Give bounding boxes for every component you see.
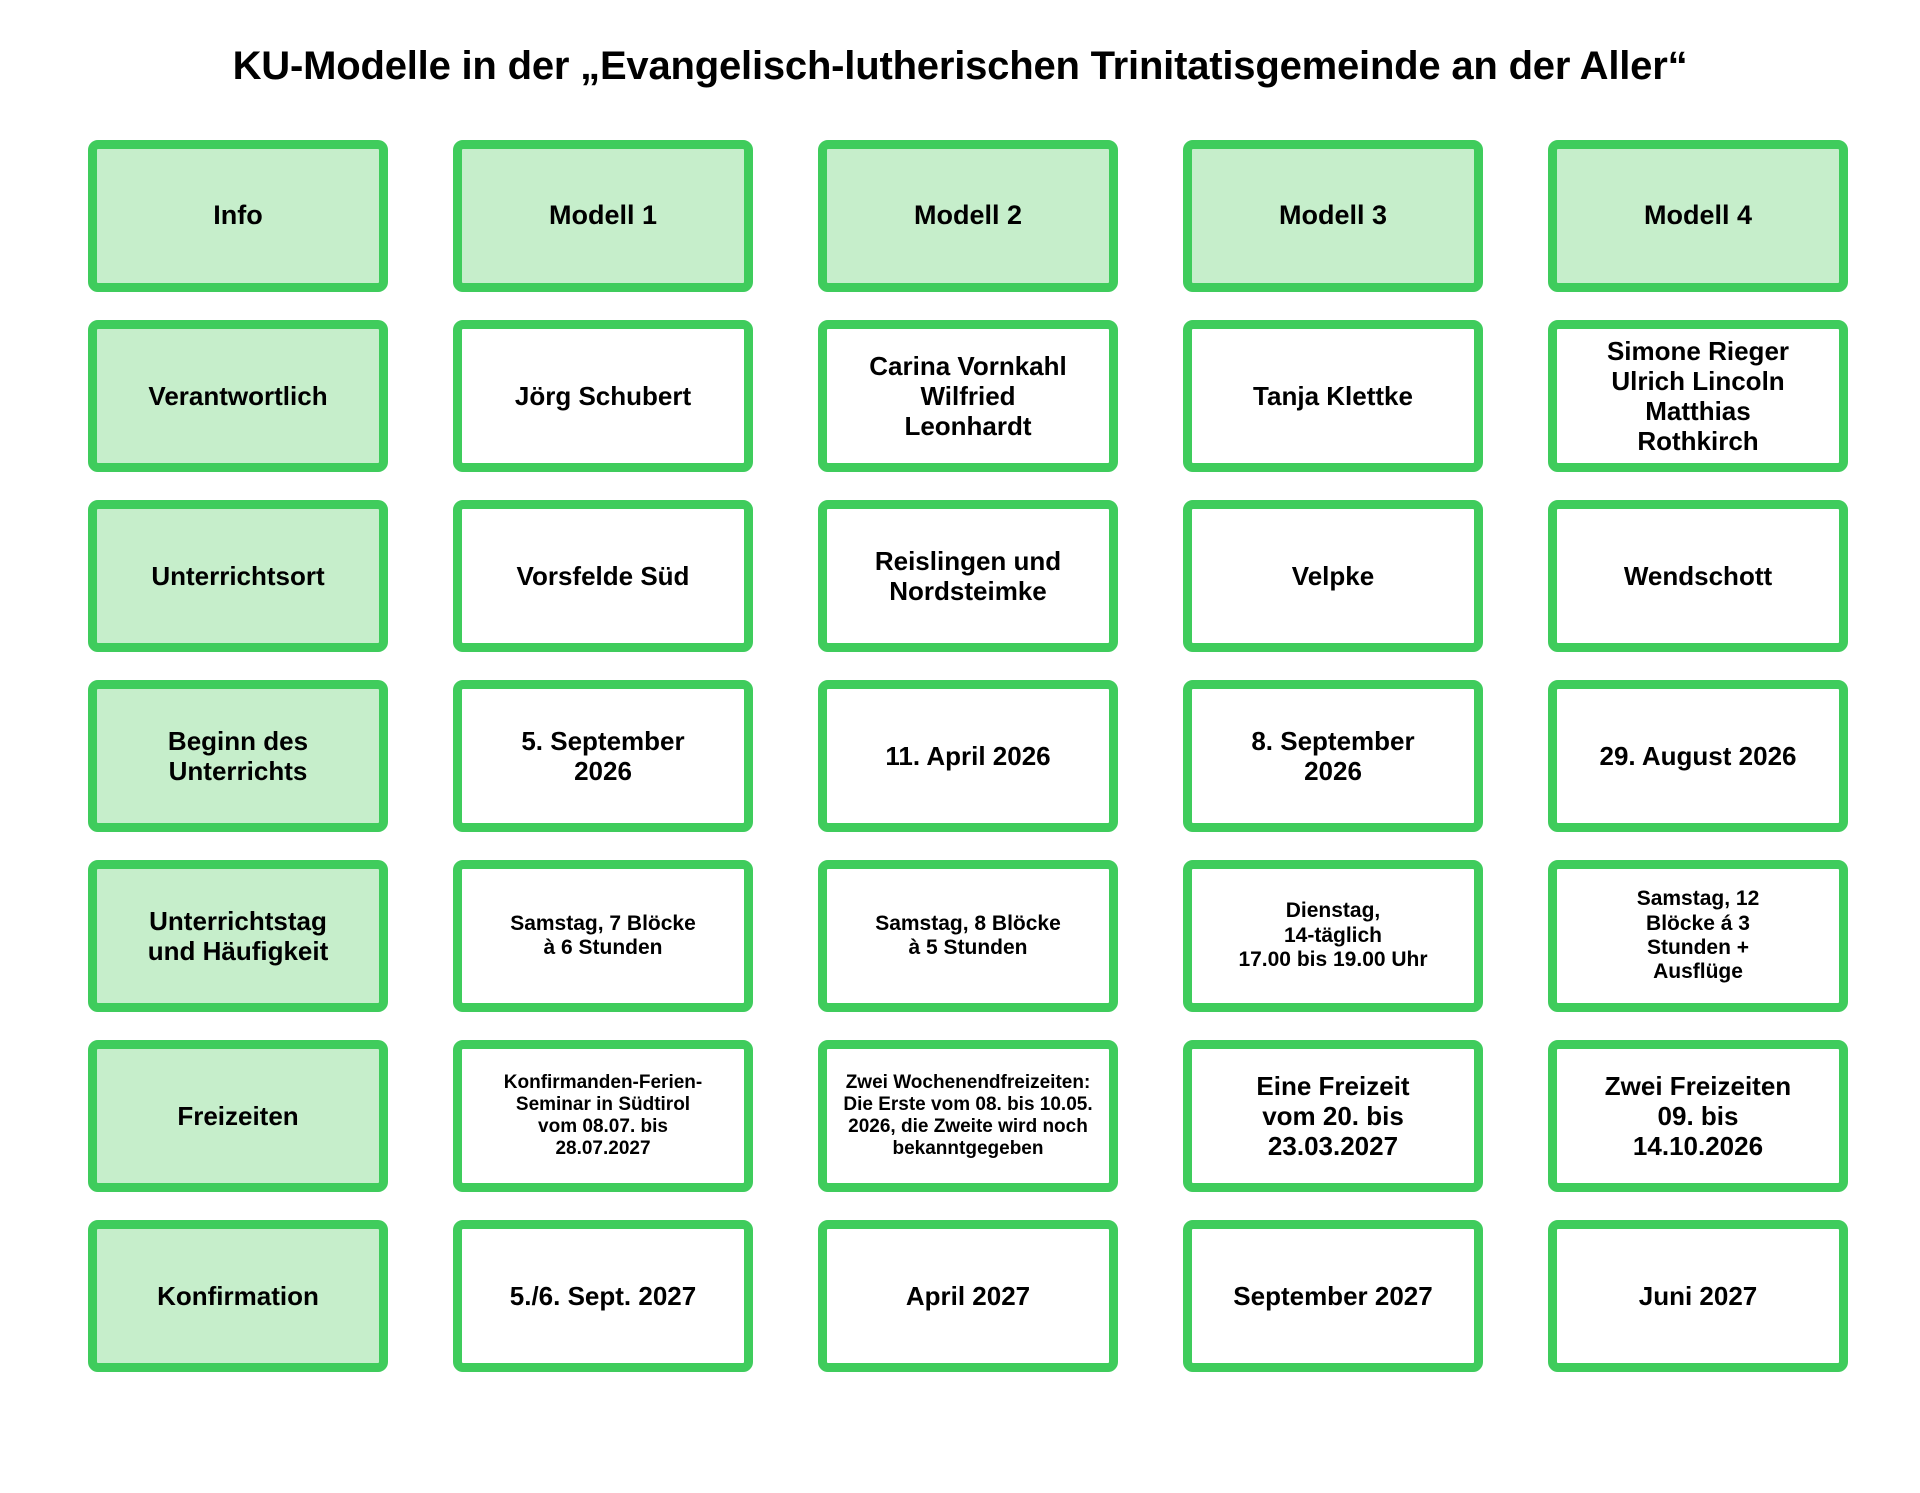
cell-text: 29. August 2026 <box>1599 740 1797 771</box>
cell-beginn-modell-1: 5. September 2026 <box>453 680 753 832</box>
cell-text: Dienstag, 14-täglich 17.00 bis 19.00 Uhr <box>1238 899 1428 972</box>
row-label-verantwortlich: Verantwortlich <box>88 320 388 472</box>
cell-text: Juni 2027 <box>1638 1280 1758 1311</box>
cell-text: Simone Rieger Ulrich Lincoln Matthias Ro… <box>1606 335 1790 457</box>
page-title: KU-Modelle in der „Evangelisch-lutherisc… <box>232 44 1688 88</box>
row-label-freizeiten: Freizeiten <box>88 1040 388 1192</box>
cell-text: Velpke <box>1291 560 1375 591</box>
cell-freizeiten-modell-3: Eine Freizeit vom 20. bis 23.03.2027 <box>1183 1040 1483 1192</box>
cell-konfirmation-modell-1: 5./6. Sept. 2027 <box>453 1220 753 1372</box>
table-header-modell-3: Modell 3 <box>1183 140 1483 292</box>
cell-text: 11. April 2026 <box>885 740 1051 771</box>
cell-freizeiten-modell-1: Konfirmanden-Ferien- Seminar in Südtirol… <box>453 1040 753 1192</box>
cell-text: April 2027 <box>905 1280 1031 1311</box>
cell-text: September 2027 <box>1233 1280 1433 1311</box>
cell-text: Tanja Klettke <box>1253 380 1413 411</box>
models-table: Info Modell 1 Modell 2 Modell 3 Modell 4… <box>88 140 1848 1372</box>
cell-text: Samstag, 12 Blöcke á 3 Stunden + Ausflüg… <box>1636 887 1760 984</box>
cell-unterrichtstag-modell-4: Samstag, 12 Blöcke á 3 Stunden + Ausflüg… <box>1548 860 1848 1012</box>
cell-unterrichtsort-modell-4: Wendschott <box>1548 500 1848 652</box>
cell-text: Jörg Schubert <box>514 380 692 411</box>
cell-text: 8. September 2026 <box>1251 725 1415 786</box>
row-label-text: Freizeiten <box>177 1100 299 1131</box>
cell-unterrichtsort-modell-2: Reislingen und Nordsteimke <box>818 500 1118 652</box>
cell-text: Zwei Freizeiten 09. bis 14.10.2026 <box>1604 1070 1792 1162</box>
cell-beginn-modell-3: 8. September 2026 <box>1183 680 1483 832</box>
row-label-text: Unterrichtstag und Häufigkeit <box>147 905 329 966</box>
cell-text: 5./6. Sept. 2027 <box>509 1280 697 1311</box>
cell-unterrichtstag-modell-3: Dienstag, 14-täglich 17.00 bis 19.00 Uhr <box>1183 860 1483 1012</box>
row-label-text: Konfirmation <box>157 1280 319 1311</box>
header-label-info: Info <box>213 200 263 231</box>
cell-beginn-modell-2: 11. April 2026 <box>818 680 1118 832</box>
cell-text: Samstag, 7 Blöcke à 6 Stunden <box>510 911 696 959</box>
cell-verantwortlich-modell-1: Jörg Schubert <box>453 320 753 472</box>
header-label-modell-4: Modell 4 <box>1643 200 1752 231</box>
row-label-unterrichtsort: Unterrichtsort <box>88 500 388 652</box>
cell-beginn-modell-4: 29. August 2026 <box>1548 680 1848 832</box>
cell-konfirmation-modell-4: Juni 2027 <box>1548 1220 1848 1372</box>
cell-text: Vorsfelde Süd <box>516 560 690 591</box>
cell-text: Konfirmanden-Ferien- Seminar in Südtirol… <box>503 1071 703 1160</box>
cell-text: Wendschott <box>1623 560 1773 591</box>
cell-konfirmation-modell-3: September 2027 <box>1183 1220 1483 1372</box>
cell-freizeiten-modell-4: Zwei Freizeiten 09. bis 14.10.2026 <box>1548 1040 1848 1192</box>
row-label-unterrichtstag-und-haeufigkeit: Unterrichtstag und Häufigkeit <box>88 860 388 1012</box>
cell-text: Carina Vornkahl Wilfried Leonhardt <box>869 350 1067 442</box>
cell-konfirmation-modell-2: April 2027 <box>818 1220 1118 1372</box>
cell-unterrichtsort-modell-3: Velpke <box>1183 500 1483 652</box>
table-header-modell-1: Modell 1 <box>453 140 753 292</box>
cell-text: 5. September 2026 <box>521 725 685 786</box>
cell-verantwortlich-modell-3: Tanja Klettke <box>1183 320 1483 472</box>
cell-verantwortlich-modell-2: Carina Vornkahl Wilfried Leonhardt <box>818 320 1118 472</box>
cell-text: Zwei Wochenendfreizeiten: Die Erste vom … <box>843 1071 1093 1160</box>
cell-unterrichtsort-modell-1: Vorsfelde Süd <box>453 500 753 652</box>
cell-text: Eine Freizeit vom 20. bis 23.03.2027 <box>1256 1070 1410 1162</box>
cell-freizeiten-modell-2: Zwei Wochenendfreizeiten: Die Erste vom … <box>818 1040 1118 1192</box>
header-label-modell-2: Modell 2 <box>913 200 1022 231</box>
row-label-beginn-des-unterrichts: Beginn des Unterrichts <box>88 680 388 832</box>
row-label-konfirmation: Konfirmation <box>88 1220 388 1372</box>
cell-text: Samstag, 8 Blöcke à 5 Stunden <box>875 911 1061 959</box>
table-header-modell-4: Modell 4 <box>1548 140 1848 292</box>
header-label-modell-3: Modell 3 <box>1278 200 1387 231</box>
cell-verantwortlich-modell-4: Simone Rieger Ulrich Lincoln Matthias Ro… <box>1548 320 1848 472</box>
header-label-modell-1: Modell 1 <box>548 200 657 231</box>
cell-unterrichtstag-modell-1: Samstag, 7 Blöcke à 6 Stunden <box>453 860 753 1012</box>
cell-unterrichtstag-modell-2: Samstag, 8 Blöcke à 5 Stunden <box>818 860 1118 1012</box>
row-label-text: Unterrichtsort <box>151 560 325 591</box>
table-header-modell-2: Modell 2 <box>818 140 1118 292</box>
row-label-text: Verantwortlich <box>148 380 328 411</box>
row-label-text: Beginn des Unterrichts <box>167 725 309 786</box>
cell-text: Reislingen und Nordsteimke <box>874 545 1062 606</box>
table-header-info: Info <box>88 140 388 292</box>
